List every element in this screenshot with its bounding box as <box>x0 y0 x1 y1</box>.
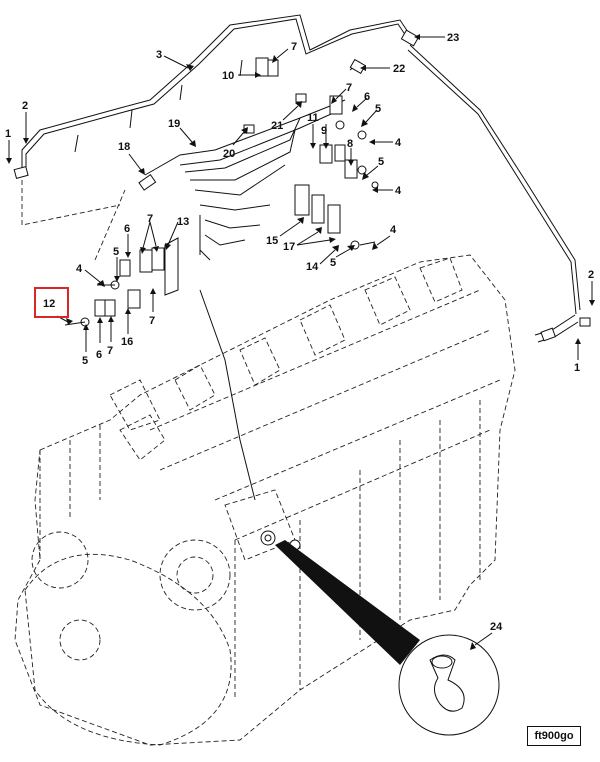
callout-label: 19 <box>168 118 180 130</box>
callout-label: 2 <box>588 269 594 281</box>
callout-label: 1 <box>5 128 11 140</box>
callout-label: 5 <box>113 246 119 258</box>
callout-label: 4 <box>76 263 83 275</box>
callout-label: 7 <box>291 41 297 53</box>
callout-label: 1 <box>574 362 580 374</box>
callout-label: 2 <box>22 100 28 112</box>
callout-label: 6 <box>96 349 102 361</box>
callout-label: 18 <box>118 141 130 153</box>
callout-label: 8 <box>347 138 353 150</box>
callout-label: 9 <box>321 125 327 137</box>
callout-label: 5 <box>82 355 88 367</box>
callout-label: 4 <box>395 137 402 149</box>
callout-label: 16 <box>121 336 133 348</box>
callout-label: 4 <box>395 185 402 197</box>
callout-label: 17 <box>283 241 295 253</box>
callout-label: 15 <box>266 235 278 247</box>
callout-labels: 1 2 3 7 10 23 22 7 6 5 4 21 19 18 20 11 … <box>5 32 594 633</box>
callout-label: 5 <box>375 103 381 115</box>
callout-label: 6 <box>124 223 130 235</box>
fuel-line-assembly <box>13 14 591 736</box>
highlight-box <box>34 287 69 318</box>
callout-label: 7 <box>346 82 352 94</box>
callout-label: 7 <box>149 315 155 327</box>
callout-label: 6 <box>364 91 370 103</box>
figure-code-label: ft900go <box>527 726 581 746</box>
callout-label: 4 <box>390 224 397 236</box>
callout-label: 11 <box>307 112 319 124</box>
callout-label: 21 <box>271 120 283 132</box>
callout-label: 10 <box>222 70 234 82</box>
callout-label: 14 <box>306 261 319 273</box>
callout-label: 12 <box>43 298 55 310</box>
callout-label: 7 <box>107 345 113 357</box>
callout-label: 5 <box>330 257 336 269</box>
callout-label: 5 <box>378 156 384 168</box>
callout-label: 7 <box>147 213 153 225</box>
callout-label: 13 <box>177 216 189 228</box>
callout-label: 24 <box>490 621 503 633</box>
callout-label: 3 <box>156 49 162 61</box>
callout-label: 23 <box>447 32 459 44</box>
callout-label: 22 <box>393 63 405 75</box>
callout-label: 20 <box>223 148 235 160</box>
callout-leaders <box>6 34 595 650</box>
engine-block-outline <box>14 254 516 746</box>
